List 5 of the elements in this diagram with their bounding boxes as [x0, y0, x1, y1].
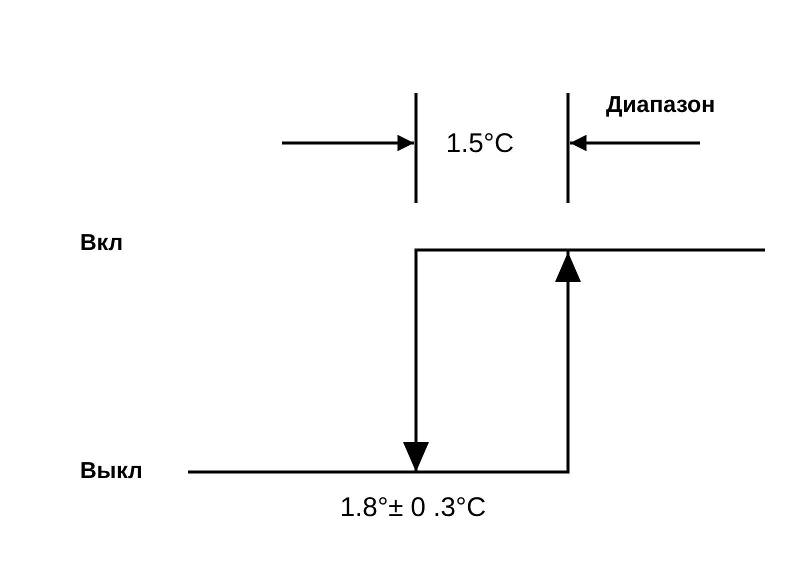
axis-label: 1.8°± 0 .3°C: [340, 494, 486, 521]
axis-label: Выкл: [80, 459, 143, 482]
axis-label: 1.5°C: [446, 130, 514, 157]
axis-label: Диапазон: [606, 93, 716, 116]
axis-label: Вкл: [80, 231, 124, 254]
